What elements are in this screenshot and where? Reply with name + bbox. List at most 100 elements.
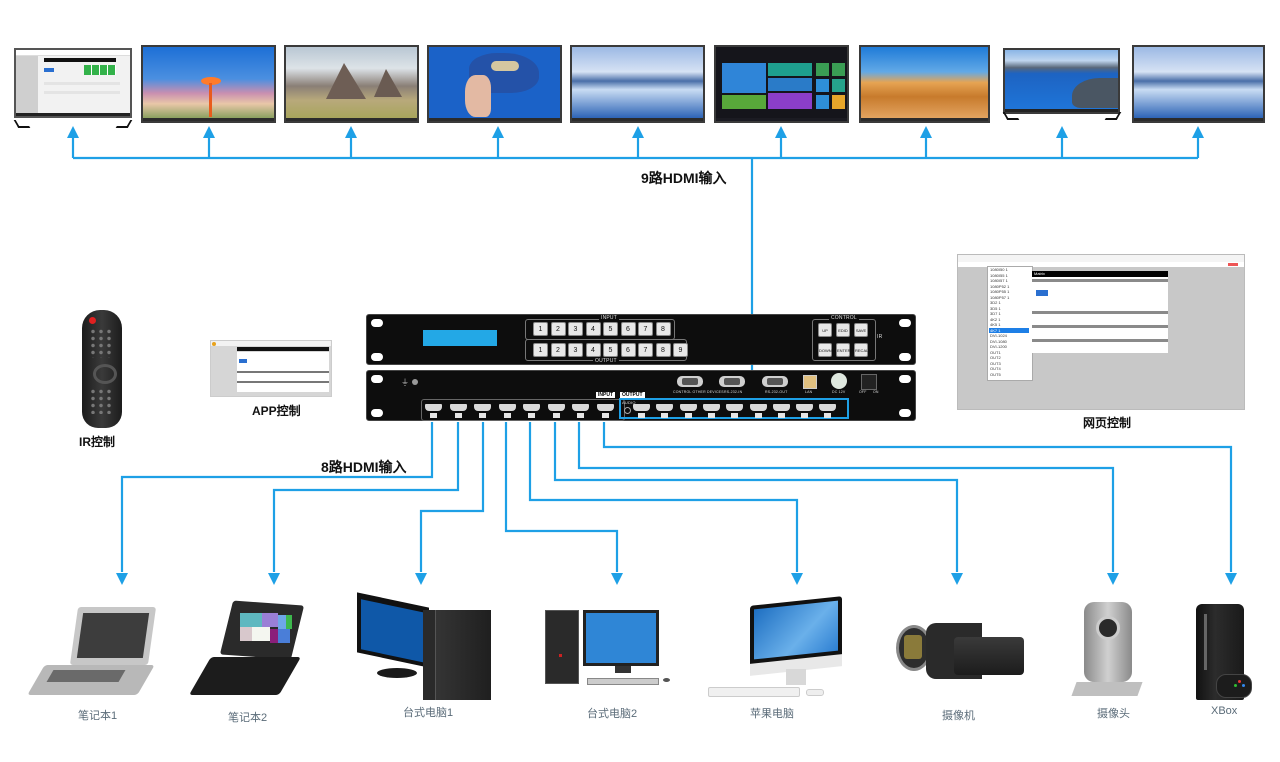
- arrow-up-icon: [920, 126, 932, 138]
- output-button-7[interactable]: 7: [638, 343, 653, 357]
- arrow-down-icon: [1225, 573, 1237, 585]
- output-button-6[interactable]: 6: [620, 343, 636, 357]
- web-list-item[interactable]: 1080I50 1: [990, 267, 1008, 272]
- hdmi-output-port: [702, 404, 720, 411]
- input-count-label: 8路HDMI输入: [321, 459, 407, 475]
- web-list-item[interactable]: 1080P57 1: [990, 294, 1010, 300]
- output-button-9[interactable]: 9: [673, 343, 688, 357]
- ir-control-label: IR控制: [79, 435, 116, 449]
- port-number-tag: [754, 413, 762, 418]
- control-port-label: CONTROL OTHER DEVICES: [673, 390, 724, 394]
- hdmi-output-port: [726, 404, 744, 411]
- output-button-1[interactable]: 1: [533, 343, 548, 357]
- source-webcam: [1071, 602, 1143, 700]
- rear-input-tag: INPUT: [596, 392, 615, 398]
- port-number-tag: [577, 413, 584, 418]
- arrow-up-icon: [1056, 126, 1068, 138]
- input-route-line: [120, 422, 434, 572]
- rs232-in-port: [719, 376, 745, 387]
- arrow-up-icon: [345, 126, 357, 138]
- web-list-item[interactable]: DVI-1200: [990, 344, 1007, 349]
- input-button-7[interactable]: 7: [638, 322, 653, 336]
- port-number-tag: [684, 413, 692, 418]
- hdmi-input-port: [547, 404, 565, 411]
- output-button-3[interactable]: 3: [568, 343, 583, 357]
- input-route-line: [504, 422, 619, 572]
- input-button-4[interactable]: 4: [585, 322, 601, 336]
- display-tv-2: [141, 45, 276, 123]
- web-list-item[interactable]: 1080P55 1: [990, 289, 1010, 294]
- arrow-down-icon: [415, 573, 427, 585]
- source-label: 笔记本2: [228, 712, 268, 724]
- ir-sensor-label: IR: [877, 334, 883, 340]
- port-number-tag: [707, 413, 715, 418]
- control-button-edid[interactable]: EDID: [836, 323, 850, 337]
- display-tv-1: [14, 48, 132, 118]
- tv-stand-left: [13, 120, 31, 128]
- web-list-item[interactable]: OUT3: [990, 360, 1001, 366]
- hdmi-input-port: [449, 404, 467, 411]
- source-label: 台式电脑1: [403, 707, 454, 719]
- output-button-2[interactable]: 2: [550, 343, 566, 357]
- output-button-4[interactable]: 4: [585, 343, 601, 357]
- web-list-item[interactable]: 3D5 1: [990, 305, 1001, 311]
- web-list-item[interactable]: OUT4: [990, 366, 1001, 371]
- web-list-item[interactable]: OUT2: [990, 355, 1001, 360]
- web-list-item[interactable]: DVI-1080: [990, 338, 1007, 344]
- ground-icon: ⏚: [401, 378, 409, 387]
- web-list-item[interactable]: 4K5 1: [990, 322, 1001, 327]
- control-button-up[interactable]: UP: [818, 323, 832, 337]
- source-imac: [706, 596, 844, 699]
- arrow-down-icon: [791, 573, 803, 585]
- hdmi-input-port: [596, 404, 614, 411]
- hdmi-output-port: [749, 404, 767, 411]
- control-button-save[interactable]: SAVE: [854, 323, 868, 337]
- control-button-recall[interactable]: RECALL: [854, 343, 871, 357]
- port-number-tag: [503, 413, 511, 418]
- web-list-item[interactable]: DVI-1024: [990, 333, 1007, 338]
- tv-stand-right: [115, 120, 133, 128]
- hdmi-output-port: [819, 404, 837, 411]
- web-list-item[interactable]: OUT1: [990, 349, 1001, 355]
- input-button-2[interactable]: 2: [550, 322, 566, 336]
- input-button-1[interactable]: 1: [533, 322, 548, 336]
- web-list-item[interactable]: 1080I55 1: [990, 272, 1008, 278]
- control-button-enter[interactable]: ENTER: [836, 343, 851, 357]
- arrow-down-icon: [1107, 573, 1119, 585]
- source-label: XBox: [1211, 705, 1238, 717]
- web-list-item[interactable]: 4K2 1: [990, 316, 1001, 322]
- control-button-down[interactable]: DOWN: [818, 343, 832, 357]
- source-laptop-2: [189, 600, 305, 699]
- lcd-display: [423, 330, 497, 346]
- hdmi-output-port: [679, 404, 697, 411]
- arrow-down-icon: [611, 573, 623, 585]
- tv-stand-right: [1104, 112, 1122, 120]
- front-control-label: CONTROL: [829, 315, 859, 321]
- hdmi-output-port: [796, 404, 814, 411]
- power-switch[interactable]: [861, 374, 877, 390]
- web-list-item[interactable]: OUT5: [990, 371, 1001, 377]
- source-desktop-2: [545, 610, 675, 690]
- input-route-line: [577, 422, 1115, 572]
- output-button-5[interactable]: 5: [603, 343, 618, 357]
- source-laptop-1: [27, 607, 157, 699]
- web-list-item[interactable]: 1080P52 1: [990, 283, 1010, 289]
- input-button-5[interactable]: 5: [603, 322, 618, 336]
- web-list-item[interactable]: 3D7 1: [990, 311, 1001, 316]
- port-number-tag: [731, 413, 739, 418]
- hdmi-output-port: [772, 404, 790, 411]
- input-button-3[interactable]: 3: [568, 322, 583, 336]
- display-tv-6: [714, 45, 849, 123]
- input-button-6[interactable]: 6: [620, 322, 636, 336]
- arrow-up-icon: [67, 126, 79, 138]
- web-list-item[interactable]: 1080I57 1: [990, 278, 1008, 283]
- port-number-tag: [638, 413, 645, 418]
- web-list-item[interactable]: 4K7 1: [989, 327, 1029, 333]
- arrow-down-icon: [116, 573, 128, 585]
- input-button-8[interactable]: 8: [655, 322, 671, 336]
- arrow-down-icon: [951, 573, 963, 585]
- output-button-8[interactable]: 8: [655, 343, 671, 357]
- web-list-item[interactable]: 3D2 1: [990, 300, 1001, 305]
- app-control-screenshot: [210, 340, 332, 397]
